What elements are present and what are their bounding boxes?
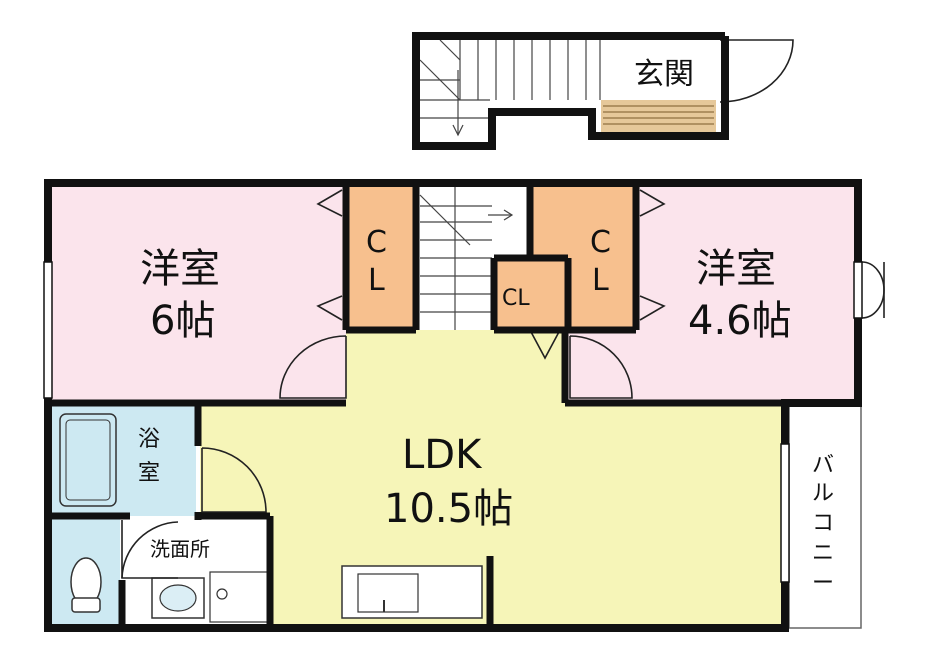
door-swing-toilet-arc — [121, 521, 179, 579]
balcony-label: バ ル コ ニ ー — [812, 453, 834, 596]
western-room-right-label: 洋室 — [696, 246, 776, 292]
western-room-left-size: 6帖 — [150, 298, 215, 344]
svg-text:ー: ー — [812, 571, 834, 596]
kitchen-sink — [357, 573, 419, 613]
bath-label-2: 室 — [138, 461, 160, 486]
ldk-label: LDK — [402, 432, 483, 478]
closet-right-l: L — [592, 263, 609, 298]
door-swing-washroom — [201, 447, 267, 513]
bathtub-inner — [65, 419, 111, 501]
closet-center-label: CL — [502, 286, 530, 311]
closet-right-c: C — [590, 225, 611, 260]
entrance-step-lines — [603, 105, 714, 125]
entrance-door-swing — [719, 39, 794, 103]
door-swing-left-room — [279, 335, 347, 399]
entrance-step — [601, 100, 716, 132]
entrance-label: 玄関 — [634, 57, 694, 92]
bathtub — [59, 413, 117, 507]
bath-label-1: 浴 — [138, 427, 160, 452]
svg-text:ル: ル — [812, 481, 834, 506]
balcony — [788, 405, 862, 629]
western-room-left — [48, 183, 346, 403]
door-swing-right-room — [569, 335, 633, 399]
upper-stair-treads — [419, 39, 601, 137]
ldk-size: 10.5帖 — [384, 486, 513, 532]
svg-text:ニ: ニ — [812, 541, 834, 566]
washroom-label: 洗面所 — [150, 537, 210, 561]
inner-walls — [48, 183, 858, 628]
windows — [43, 261, 863, 583]
svg-text:コ: コ — [812, 511, 834, 536]
toilet-tank — [71, 597, 101, 613]
right-window-doors — [861, 261, 885, 319]
washbasin-bowl — [159, 584, 197, 612]
closet-fold-doors — [316, 189, 666, 360]
washer-drain — [216, 588, 228, 600]
western-room-right-size: 4.6帖 — [688, 298, 792, 344]
closet-center — [494, 260, 566, 330]
western-room-left-label: 洋室 — [140, 246, 220, 292]
upper-walls — [412, 32, 729, 150]
closet-left — [346, 187, 414, 327]
closet-left-l: L — [368, 263, 385, 298]
svg-text:バ: バ — [812, 453, 834, 478]
middle-stair-treads — [419, 187, 514, 330]
closet-left-c: C — [366, 225, 387, 260]
